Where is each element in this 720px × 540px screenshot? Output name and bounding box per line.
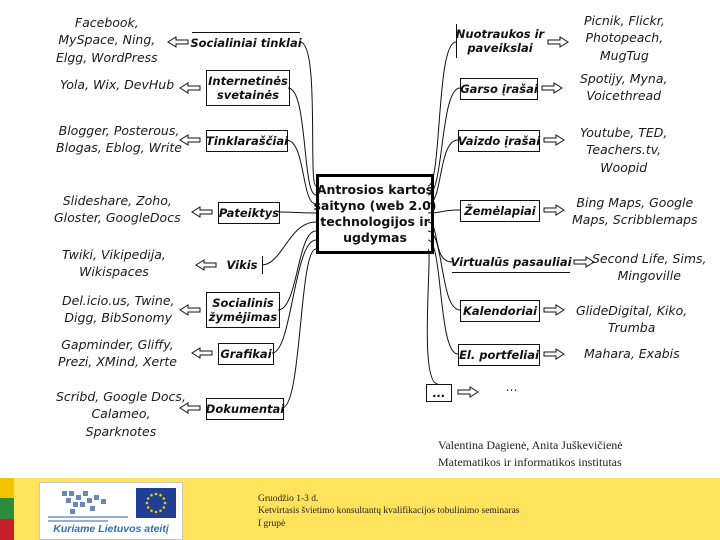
arrow-left-4-icon [191, 206, 213, 218]
arrow-left-7-icon [191, 347, 213, 359]
connector-left-2 [287, 87, 317, 196]
arrow-right-6-icon [543, 304, 565, 316]
arrow-right-3-icon [543, 134, 565, 146]
category-box-left-2: Internetinės svetainės [206, 70, 290, 106]
arrow-left-2-icon [179, 82, 201, 94]
arrow-right-8-icon [457, 386, 479, 398]
category-box-left-6: Socialinis žymėjimas [206, 292, 280, 328]
category-box-left-5: Vikis [222, 256, 263, 274]
category-box-right-3: Vaizdo įrašai [458, 130, 540, 152]
eu-star-icon [162, 506, 166, 509]
connector-left-3 [285, 139, 317, 205]
eu-star-icon [145, 501, 149, 505]
examples-left-4: Slideshare, Zoho, Gloster, GoogleDocs [54, 193, 181, 226]
connector-left-6 [277, 230, 317, 311]
examples-left-6: Del.icio.us, Twine, Digg, BibSonomy [62, 293, 175, 326]
eu-star-icon [150, 509, 153, 513]
central-topic: Antrosios kartos saityno (web 2.0) techn… [313, 174, 437, 254]
connector-left-1 [299, 41, 317, 187]
arrow-right-5-icon [573, 256, 595, 268]
eu-funding-logo: Kuriame Lietuvos ateitį [39, 482, 183, 540]
arrow-left-6-icon [179, 304, 201, 316]
eu-star-icon [159, 509, 162, 513]
category-box-right-8: ... [426, 384, 452, 402]
arrow-left-1-icon [167, 36, 189, 48]
examples-right-7: Mahara, Exabis [584, 346, 680, 361]
ministry-logo-icon [48, 491, 128, 522]
arrow-right-1-icon [547, 36, 569, 48]
examples-left-5: Twiki, Vikipedija, Wikispaces [62, 247, 166, 280]
eu-star-icon [159, 493, 162, 497]
category-box-left-4: Pateiktys [218, 202, 280, 224]
eu-star-icon [162, 497, 166, 500]
connector-left-8 [281, 248, 317, 409]
eu-star-icon [154, 510, 158, 514]
category-box-left-7: Grafikai [218, 343, 274, 365]
connector-left-4 [277, 211, 317, 214]
examples-right-1: Picnik, Flickr, Photopeach, MugTug [584, 13, 665, 63]
examples-right-2: Spotijy, Myna, Voicethread [580, 71, 668, 104]
examples-left-7: Gapminder, Gliffy, Prezi, XMind, Xerte [58, 337, 177, 370]
authors-text: Valentina Dagienė, Anita Juškevičienė Ma… [438, 438, 623, 469]
examples-left-1: Facebook, MySpace, Ning, Elgg, WordPress [56, 15, 158, 65]
category-box-right-6: Kalendoriai [460, 300, 540, 322]
eu-star-icon [150, 493, 153, 497]
category-box-right-4: Žemėlapiai [460, 200, 540, 222]
category-box-left-3: Tinklaraščiai [206, 130, 288, 152]
arrow-left-5-icon [195, 259, 217, 271]
category-box-left-1: Socialiniai tinklai [190, 32, 302, 53]
eu-star-icon [146, 497, 150, 500]
examples-right-5: Second Life, Sims, Mingoville [592, 251, 707, 284]
logo-caption: Kuriame Lietuvos ateitį [53, 523, 169, 535]
connector-left-5 [261, 221, 317, 266]
eu-star-icon [163, 501, 167, 505]
category-box-right-5: Virtualūs pasauliai [450, 252, 572, 273]
examples-right-8: ... [506, 379, 518, 394]
arrow-left-8-icon [179, 402, 201, 414]
arrow-right-7-icon [543, 348, 565, 360]
lithuanian-flag-stripe [0, 478, 14, 540]
arrow-right-4-icon [543, 204, 565, 216]
arrow-left-3-icon [179, 134, 201, 146]
eu-flag-icon [136, 488, 176, 518]
examples-right-4: Bing Maps, Google Maps, Scribblemaps [572, 195, 698, 228]
examples-left-2: Yola, Wix, DevHub [60, 77, 175, 92]
examples-left-3: Blogger, Posterous, Blogas, Eblog, Write [56, 123, 182, 156]
category-box-right-2: Garso įrašai [460, 78, 538, 100]
eu-star-icon [146, 506, 150, 509]
connector-right-8 [426, 248, 439, 385]
examples-right-6: GlideDigital, Kiko, Trumba [576, 303, 688, 336]
connector-left-7 [271, 239, 317, 354]
connector-right-1 [427, 41, 457, 187]
arrow-right-2-icon [541, 82, 563, 94]
footer-text: Gruodžio 1-3 d. Ketvirtasis švietimo kon… [258, 494, 520, 529]
examples-left-8: Scribd, Google Docs, Calameo, Sparknotes [56, 389, 186, 439]
category-box-right-7: El. portfeliai [458, 344, 540, 366]
eu-star-icon [154, 492, 158, 496]
examples-right-3: Youtube, TED, Teachers.tv, Woopid [580, 125, 668, 175]
category-box-right-1: Nuotraukos ir paveikslai [456, 24, 544, 58]
category-box-left-8: Dokumentai [206, 398, 284, 420]
